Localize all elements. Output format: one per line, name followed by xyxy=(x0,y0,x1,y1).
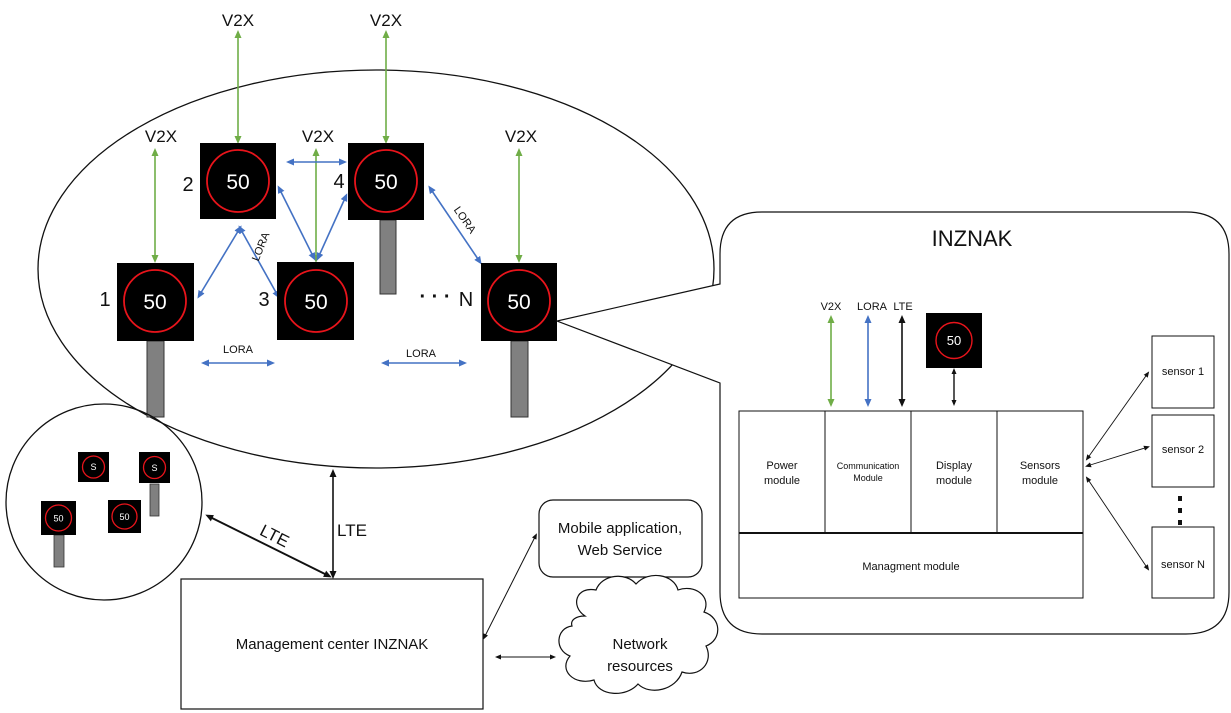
management-module-label: Managment module xyxy=(862,561,959,573)
node-number-n: N xyxy=(459,289,473,311)
mini-sign-c-value: 50 xyxy=(53,514,63,524)
sign-3-value: 50 xyxy=(304,291,327,314)
sensor-ellipsis xyxy=(1178,496,1182,525)
mini-sign-a: S xyxy=(78,452,109,482)
node-number-3: 3 xyxy=(258,289,269,311)
sign-cluster-boundary xyxy=(37,69,715,469)
node-number-1: 1 xyxy=(99,289,110,311)
sensor-links xyxy=(1085,371,1150,571)
sign-4-pole xyxy=(379,219,397,295)
sign-1-pole xyxy=(146,340,165,418)
inznak-lora-label: LORA xyxy=(857,301,888,313)
management-center-label: Management center INZNAK xyxy=(236,636,429,653)
v2x-links xyxy=(151,30,523,263)
inznak-modules xyxy=(738,410,1084,599)
sign-n-pole xyxy=(510,340,529,418)
sensor-1-label: sensor 1 xyxy=(1162,366,1204,378)
v2x-label-sign-n: V2X xyxy=(505,127,537,146)
lora-label-diagonal-left: LORA xyxy=(250,230,273,263)
v2x-label-sign-1: V2X xyxy=(145,127,177,146)
mini-sign-a-value: S xyxy=(90,462,96,472)
sensors-module-label-line1: Sensors xyxy=(1020,460,1061,472)
node-number-4: 4 xyxy=(333,171,344,193)
inznak-lte-label: LTE xyxy=(893,301,912,313)
mini-sign-b: S xyxy=(139,452,170,517)
sign-1: 50 xyxy=(117,263,194,341)
display-module-label-line1: Display xyxy=(936,460,973,472)
lte-link-second-cluster xyxy=(205,514,332,578)
node-ellipsis: · · · xyxy=(419,286,450,308)
power-module-label-line2: module xyxy=(764,475,800,487)
sign-4-value: 50 xyxy=(374,171,397,194)
lte-label-diagonal: LTE xyxy=(257,521,292,552)
mobile-application-label-line2: Web Service xyxy=(578,542,663,559)
inznak-v2x-label: V2X xyxy=(821,301,842,313)
mini-sign-b-value: S xyxy=(151,463,157,473)
lora-links xyxy=(197,158,482,367)
mini-sign-d-value: 50 xyxy=(119,512,129,522)
communication-module-label-line2: Module xyxy=(853,473,883,483)
v2x-label-top-left: V2X xyxy=(222,11,254,30)
sign-n: 50 xyxy=(481,263,557,341)
lte-label-vertical: LTE xyxy=(337,521,367,540)
management-center-box xyxy=(180,578,484,710)
mini-sign-d: 50 xyxy=(108,500,141,533)
sensor-2-label: sensor 2 xyxy=(1162,444,1204,456)
communication-module-label-line1: Communication xyxy=(837,461,900,471)
sensor-n-label: sensor N xyxy=(1161,559,1205,571)
v2x-label-top-right: V2X xyxy=(370,11,402,30)
lora-label-bottom-right: LORA xyxy=(406,348,437,360)
mini-sign-c: 50 xyxy=(41,501,76,568)
mobile-application-link xyxy=(483,533,537,640)
sign-4: 50 xyxy=(348,143,424,220)
v2x-label-sign-3: V2X xyxy=(302,127,334,146)
lora-label-diagonal-right: LORA xyxy=(451,205,478,237)
sign-2-value: 50 xyxy=(226,171,249,194)
network-resources-cloud xyxy=(558,574,719,694)
node-number-2: 2 xyxy=(182,174,193,196)
power-module-label-line1: Power xyxy=(766,460,798,472)
inznak-display-sign: 50 xyxy=(926,313,982,368)
network-resources-label-line1: Network xyxy=(612,636,668,653)
sign-2: 50 xyxy=(200,143,276,219)
sign-3: 50 xyxy=(277,262,354,340)
mobile-application-label-line1: Mobile application, xyxy=(558,520,682,537)
sign-1-value: 50 xyxy=(143,291,166,314)
inznak-title: INZNAK xyxy=(932,226,1013,251)
mobile-application-box xyxy=(538,499,703,578)
inznak-display-value: 50 xyxy=(947,333,961,348)
display-module-label-line2: module xyxy=(936,475,972,487)
lora-label-bottom-left: LORA xyxy=(223,344,254,356)
sensors-module-label-line2: module xyxy=(1022,475,1058,487)
sensor-boxes xyxy=(1151,335,1215,599)
second-cluster-boundary xyxy=(5,403,203,601)
sign-n-value: 50 xyxy=(507,291,530,314)
network-resources-label-line2: resources xyxy=(607,658,673,675)
